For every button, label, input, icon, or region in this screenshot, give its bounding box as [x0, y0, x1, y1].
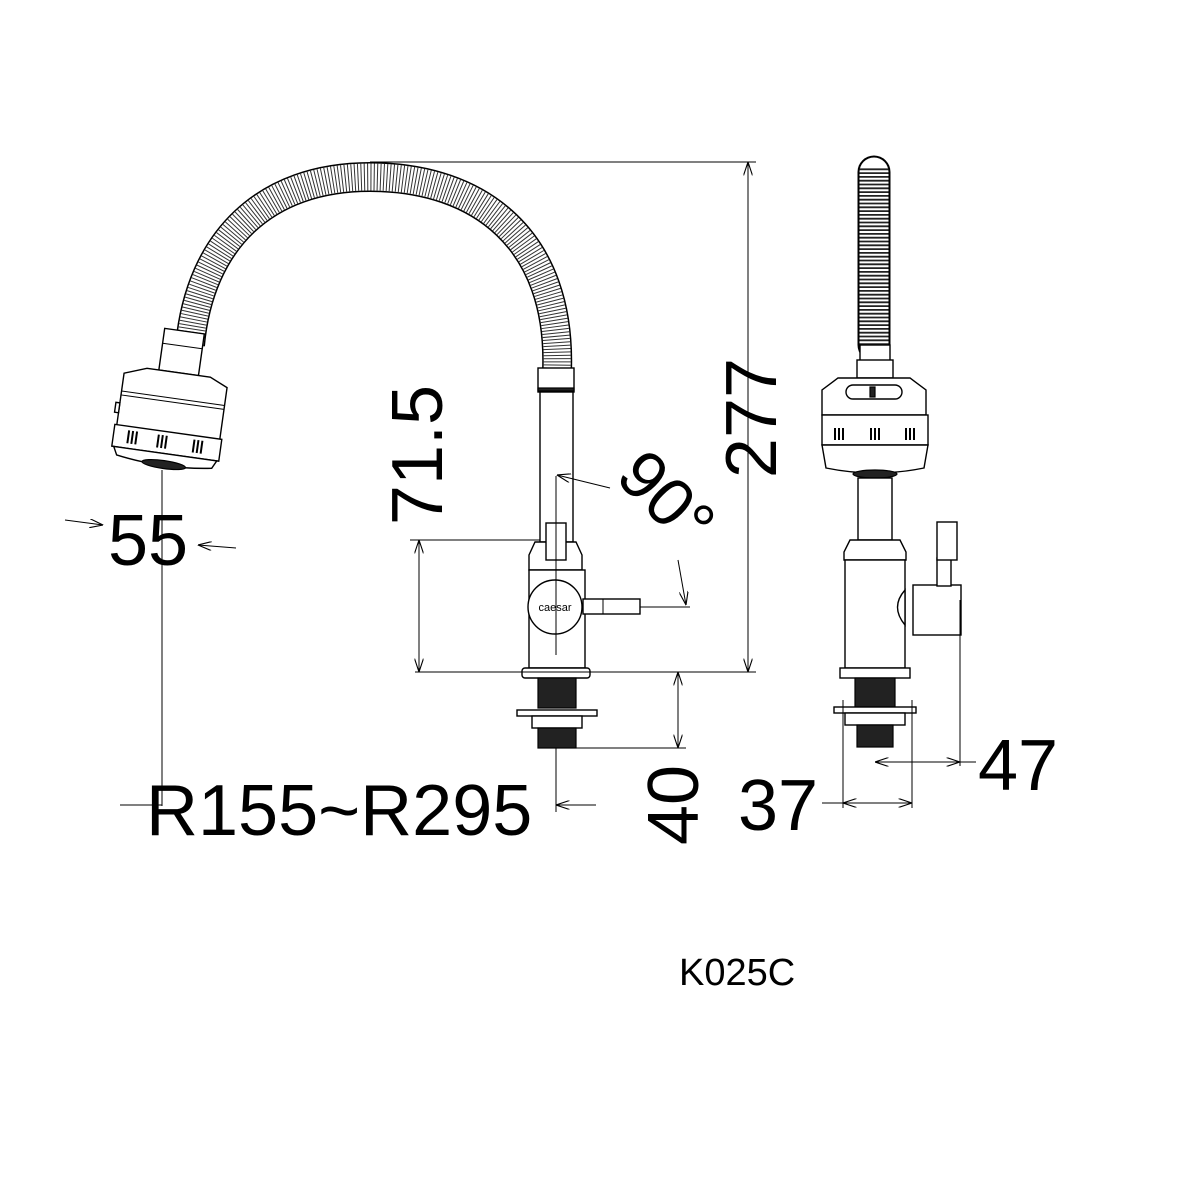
- dimension-lines: [64, 161, 976, 812]
- dim-reach-range: R155~R295: [146, 771, 532, 851]
- spray-head: [111, 327, 228, 471]
- dim-head-width: 55: [108, 501, 188, 581]
- dim-shank-length: 40: [634, 765, 714, 845]
- dim-base-width: 37: [738, 766, 818, 846]
- dim-body-height: 71.5: [378, 385, 458, 525]
- faucet-body-front: caesar: [516, 367, 641, 749]
- dim-spout-height: 277: [712, 358, 792, 478]
- brand-logo: caesar: [538, 602, 571, 614]
- dim-rotation-angle: 90°: [603, 436, 729, 562]
- model-code: K025C: [679, 952, 795, 994]
- flexible-hose: [175, 161, 573, 373]
- faucet-side-view: [821, 155, 962, 748]
- dim-handle-offset: 47: [978, 726, 1058, 806]
